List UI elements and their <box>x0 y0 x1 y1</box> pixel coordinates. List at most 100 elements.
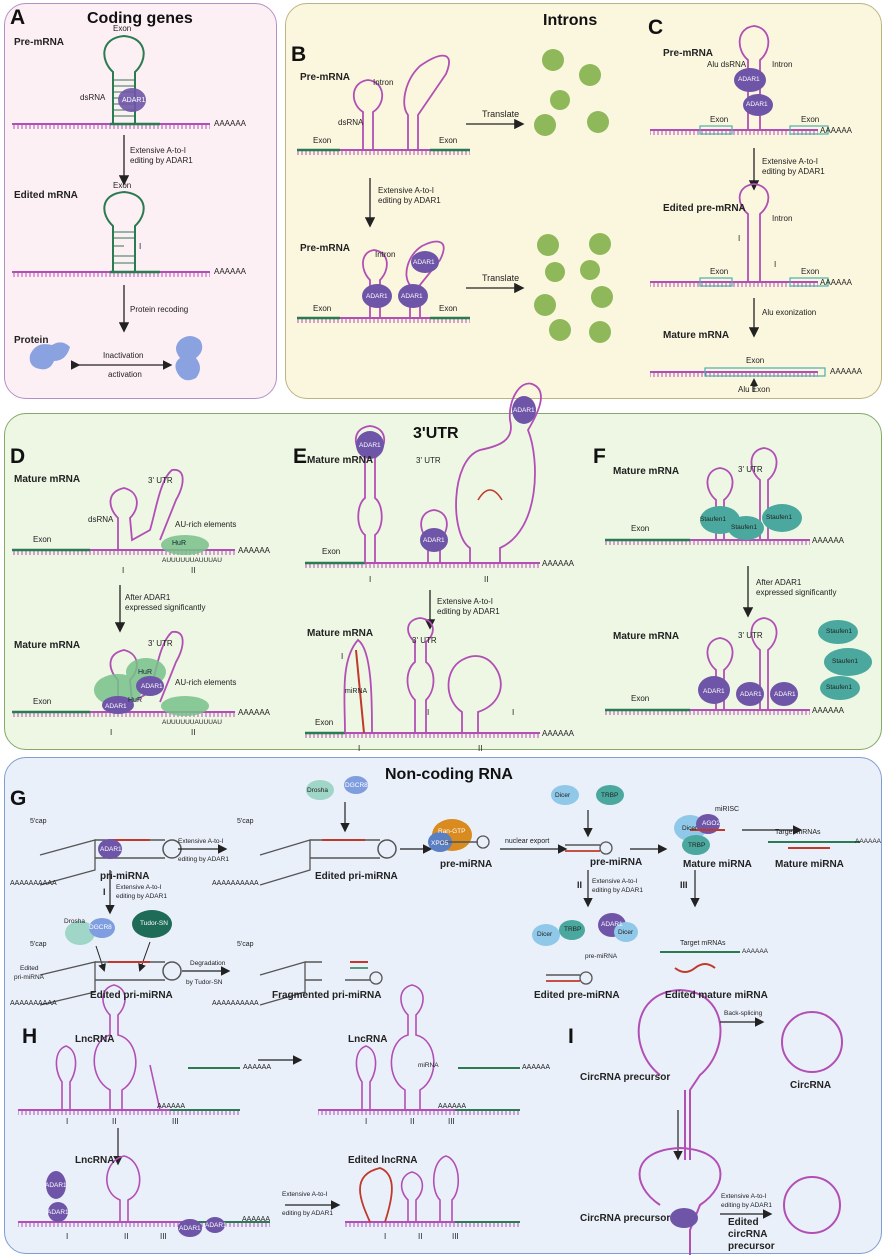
polya-label-2: AAAAAA <box>214 267 247 276</box>
mirna-label-e: miRNA <box>345 688 368 695</box>
adar1-label-h2: ADAR1 <box>47 1209 69 1216</box>
utr-label-f2: 3' UTR <box>738 631 763 640</box>
protein-cluster-icon <box>534 49 609 136</box>
alu-dsrna-label: Alu dsRNA <box>707 60 747 69</box>
panel-letter-h: H <box>22 1025 38 1048</box>
lncrna-label-1: LncRNA <box>75 1034 115 1045</box>
step-editing-h: Extensive A-to-I <box>282 1191 328 1198</box>
region-i-h3: I <box>66 1232 69 1241</box>
region-iii-h3: III <box>160 1232 167 1241</box>
polya-label-h3: AAAAAA <box>242 1216 271 1223</box>
step-editing-label: Extensive A-to-I <box>130 146 187 155</box>
pre-mirna-label-g: pre-miRNA <box>440 859 493 870</box>
adar1-label-e1: ADAR1 <box>359 442 381 449</box>
mature-mirna-label-2: Mature miRNA <box>775 859 844 870</box>
step-editing-h-2: editing by ADAR1 <box>282 1210 333 1217</box>
mirisc-label: miRISC <box>715 806 740 813</box>
alu-exonization-label: Alu exonization <box>762 308 817 317</box>
panel-g-graphics <box>39 776 860 1006</box>
nuclear-export-label: nuclear export <box>505 838 550 845</box>
ago2-label: AGO2 <box>702 820 721 827</box>
polya-label-g2: AAAAAAAAAA <box>212 880 259 887</box>
polya-label-h1b: AAAAAA <box>157 1103 186 1110</box>
hur-label-2: HuR <box>138 669 153 676</box>
panel-i-graphics <box>637 988 843 1255</box>
region-i-h: I <box>66 1117 69 1126</box>
exon-label-c5: Exon <box>746 356 765 365</box>
region-i-e2: I <box>358 744 361 753</box>
drosha-label: Drosha <box>307 787 328 794</box>
translate-label-2: Translate <box>482 273 520 283</box>
dsrna-label: dsRNA <box>80 93 106 102</box>
exon-label-c4: Exon <box>801 267 820 276</box>
region-iii-h: III <box>172 1117 179 1126</box>
region-ii-d: II <box>191 566 196 575</box>
pre-mrna-label-b: Pre-mRNA <box>300 72 351 83</box>
expressed-label: expressed significantly <box>125 603 206 612</box>
edited-circ-label-3: precursor <box>728 1241 775 1252</box>
region-i-d2: I <box>110 728 113 737</box>
region-ii-h2: II <box>410 1117 415 1126</box>
step-editing-c: Extensive A-to-I <box>762 157 819 166</box>
protein-active-icon <box>175 336 203 381</box>
branch-iii-label: III <box>680 880 688 890</box>
step-editing-label-2: editing by ADAR1 <box>130 156 193 165</box>
fragmented-pri-mirna-label: Fragmented pri-miRNA <box>272 990 382 1001</box>
cap-label-2: 5'cap <box>237 818 254 825</box>
panel-e-graphics <box>305 382 542 738</box>
polya-label-d2: AAAAAA <box>238 708 271 717</box>
region-ii-h4: II <box>418 1232 423 1241</box>
step-editing-g3: Extensive A-to-I <box>592 878 638 885</box>
region-iii-h2: III <box>448 1117 455 1126</box>
mirna-label-h: miRNA <box>418 1062 439 1069</box>
intron-label-c: Intron <box>772 60 793 69</box>
step-editing-e-2: editing by ADAR1 <box>437 607 500 616</box>
edited-lncrna-label: Edited lncRNA <box>348 1155 418 1166</box>
utr-label-f: 3' UTR <box>738 465 763 474</box>
staufen1-label-6: Staufen1 <box>826 684 853 691</box>
exon-left-label-2: Exon <box>313 304 332 313</box>
region-i-h2: I <box>365 1117 368 1126</box>
step-editing-g1b: editing by ADAR1 <box>178 856 229 863</box>
adar1-label-h4: ADAR1 <box>205 1222 227 1229</box>
polya-label-e: AAAAAA <box>542 559 575 568</box>
region-ii-d2: II <box>191 728 196 737</box>
exon-label-c3: Exon <box>710 267 729 276</box>
polya-label-f: AAAAAA <box>812 536 845 545</box>
edited-pre-mrna-label: Edited pre-mRNA <box>663 203 746 214</box>
panel-f-graphics <box>605 447 872 715</box>
polya-label-c2: AAAAAA <box>820 278 853 287</box>
inosine-c2: I <box>774 260 777 269</box>
polya-label-f2: AAAAAA <box>812 706 845 715</box>
panel-letter-i: I <box>568 1025 574 1048</box>
dsrna-label-b: dsRNA <box>338 118 364 127</box>
pri-mirna-label: pri-miRNA <box>100 871 150 882</box>
cap-label-4: 5'cap <box>237 941 254 948</box>
branch-ii-label: II <box>577 880 583 890</box>
exon-left-label: Exon <box>313 136 332 145</box>
trbp-label-2: TRBP <box>688 842 706 849</box>
adar1-label-h3: ADAR1 <box>179 1225 201 1232</box>
au-sequence: AUUUUUUAUUUAU <box>162 557 222 564</box>
utr-label-e: 3' UTR <box>416 456 441 465</box>
adar1-enzyme <box>118 88 146 112</box>
region-ii-h: II <box>112 1117 117 1126</box>
degradation-label-2: by Tudor-SN <box>186 979 223 986</box>
panel-d-graphics <box>12 469 235 717</box>
pre-mrna-label-c: Pre-mRNA <box>663 48 714 59</box>
cap-label-3: 5'cap <box>30 941 47 948</box>
edited-pri-mirna-label-2: Edited pri-miRNA <box>90 990 173 1001</box>
region-ii-e2: II <box>478 744 483 753</box>
adar1-label-f3: ADAR1 <box>774 691 796 698</box>
step-editing-i-2: editing by ADAR1 <box>721 1202 772 1209</box>
step-editing-e: Extensive A-to-I <box>437 597 494 606</box>
mature-mrna-label-e: Mature mRNA <box>307 455 374 466</box>
step-editing-g3b: editing by ADAR1 <box>592 887 643 894</box>
dgcr8-label: DGCR8 <box>345 782 368 789</box>
exon-label-e2: Exon <box>315 718 334 727</box>
ncrna-title: Non-coding RNA <box>385 766 513 783</box>
panel-coding-genes <box>4 3 277 399</box>
degradation-label: Degradation <box>190 960 226 967</box>
edited-circ-label-1: Edited <box>728 1217 759 1228</box>
